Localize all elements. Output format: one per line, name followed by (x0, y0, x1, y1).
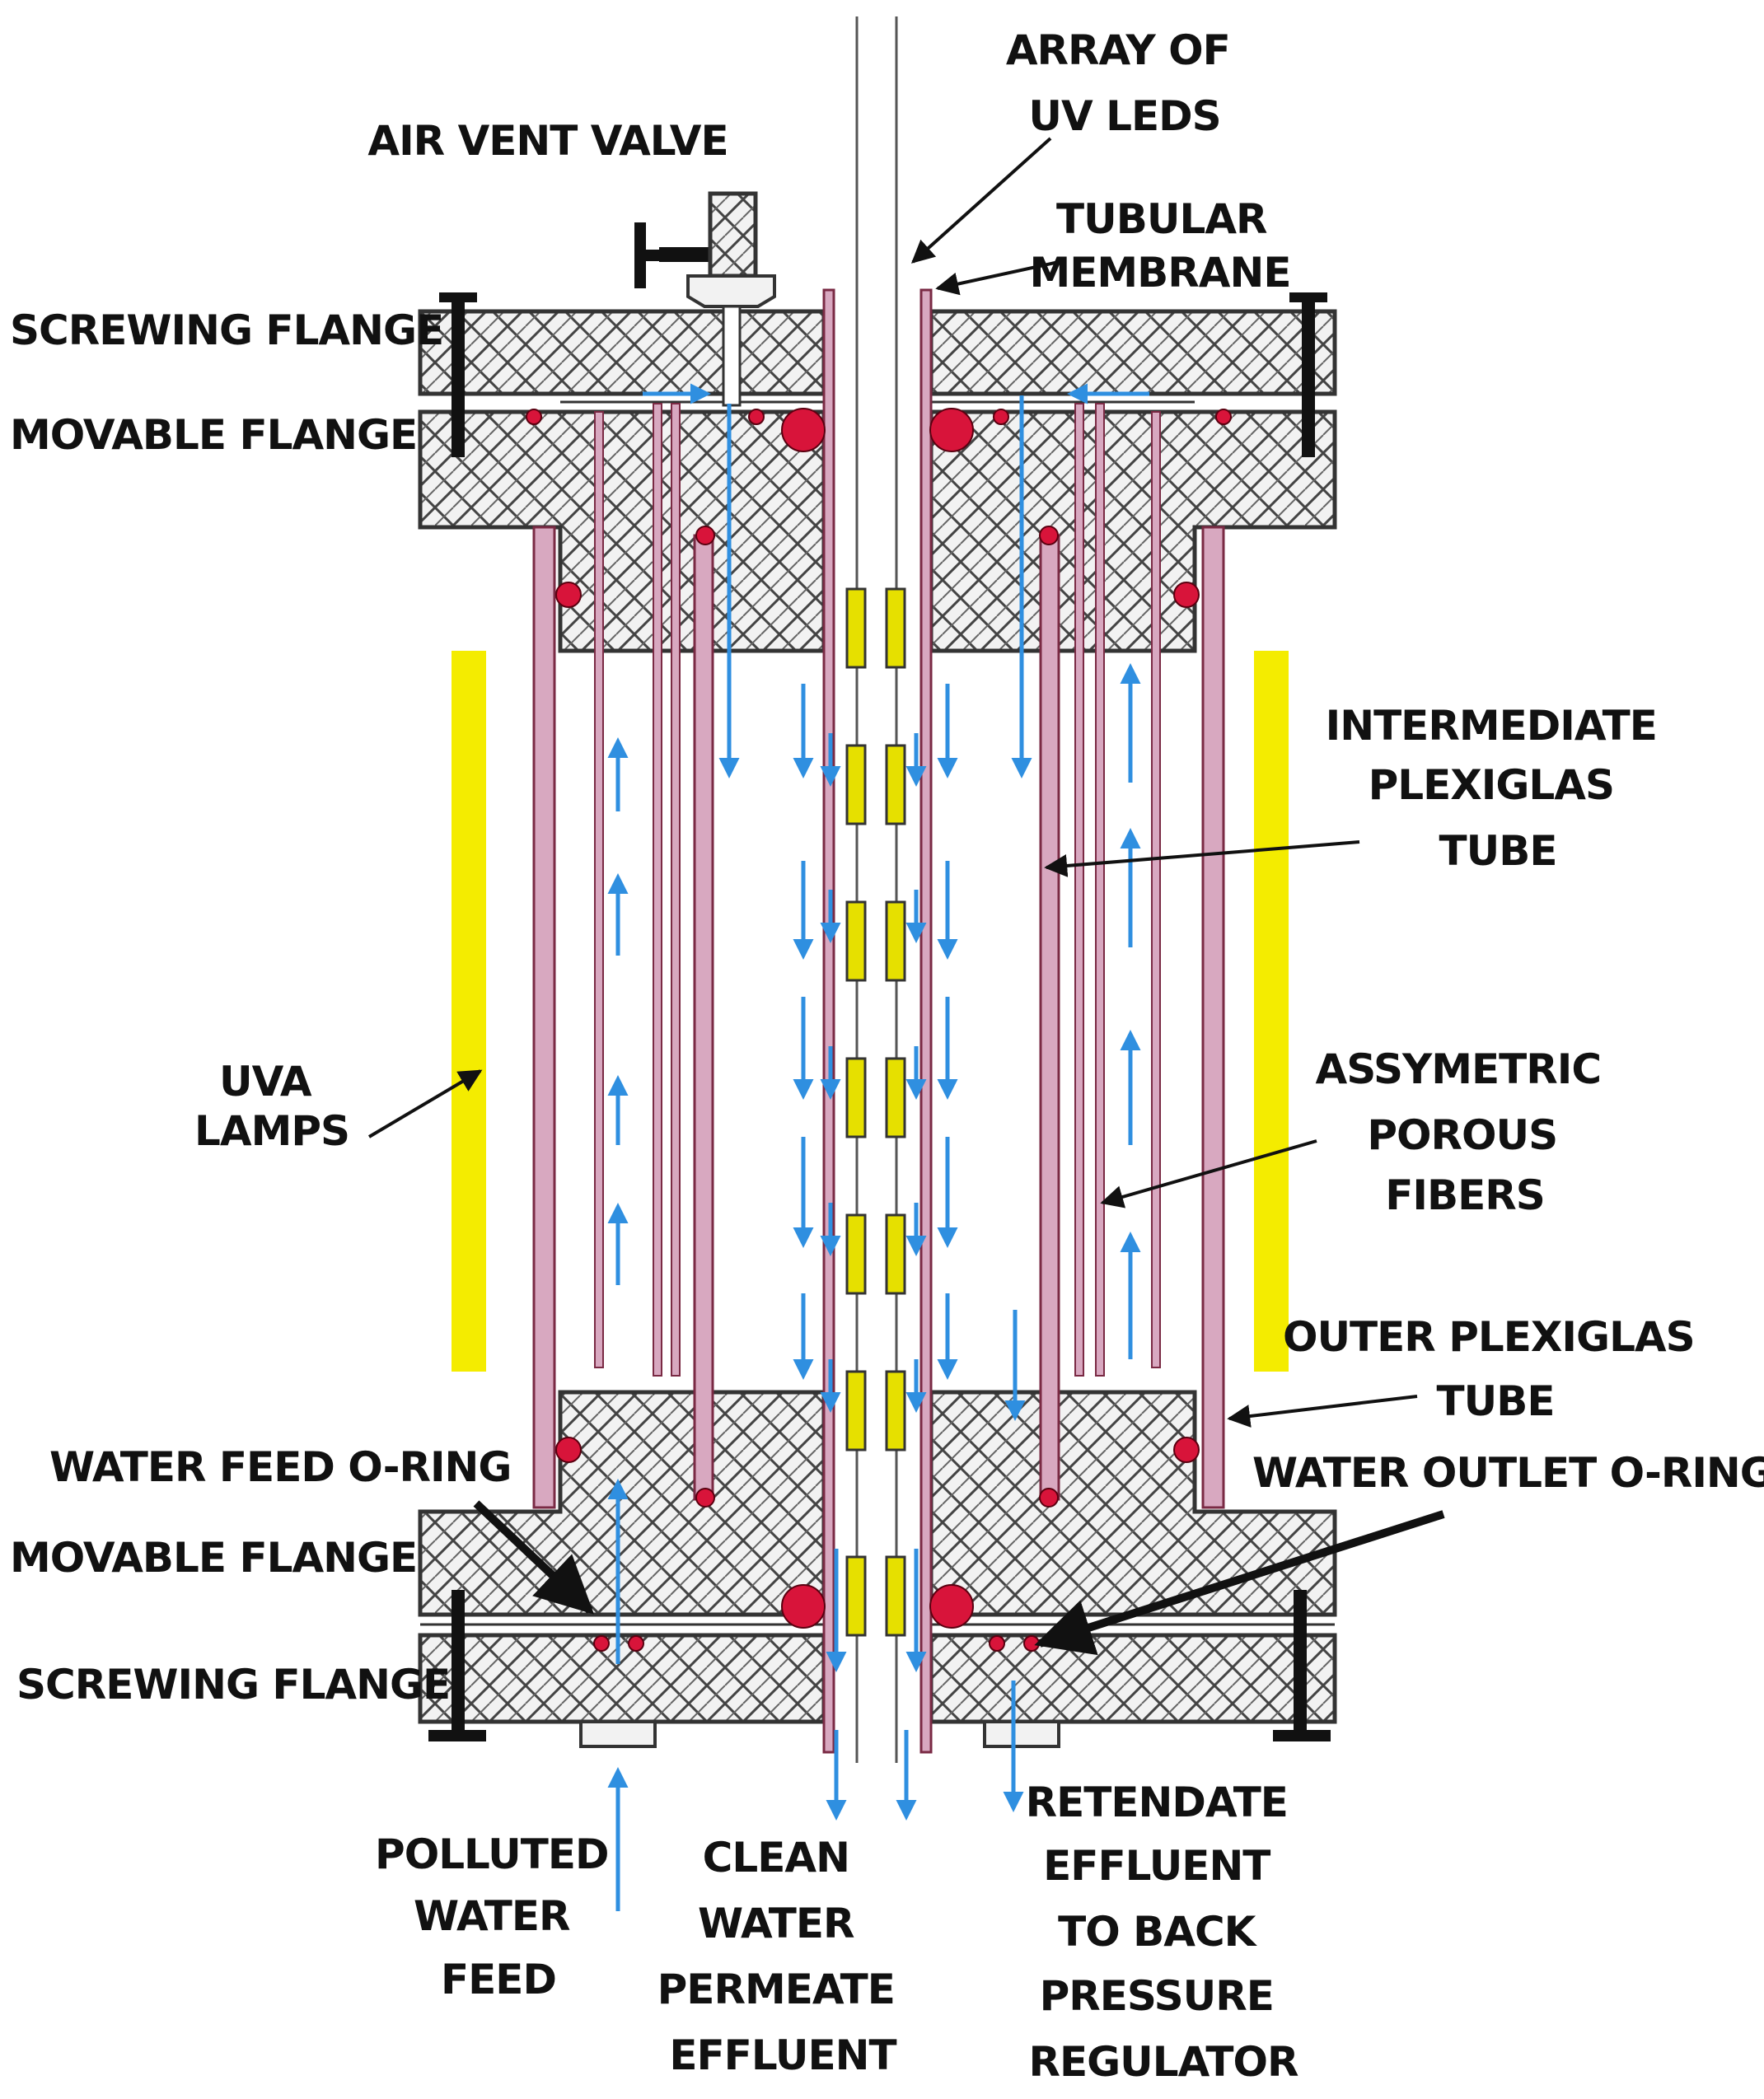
porous-fibers (594, 403, 1161, 1377)
polluted-water-feed-label: POLLUTED WATER FEED (375, 1830, 622, 2003)
top-movable-flange (418, 409, 1337, 653)
intermediate-plexiglas-tube (693, 534, 1060, 1501)
screwing-flange-bottom-label: SCREWING FLANGE (16, 1661, 450, 1709)
uv-led-array (845, 587, 906, 1637)
screwing-flange-top-label: SCREWING FLANGE (10, 306, 443, 354)
uva-lamps (452, 651, 1289, 1372)
movable-flange-top-label: MOVABLE FLANGE (10, 411, 417, 459)
uv-led-3-0 (845, 1057, 867, 1138)
tubular-membrane (822, 288, 933, 1754)
uv-led-2-1 (885, 900, 906, 982)
led-support-rods (855, 16, 898, 1763)
leader-arrows (367, 137, 1445, 1656)
uva-lamp-right (1254, 651, 1289, 1372)
uv-led-4-1 (885, 1213, 906, 1295)
bottom-screwing-flange (418, 1633, 1337, 1748)
uv-led-4-0 (845, 1213, 867, 1295)
retendate-effluent-label: RETENDATE EFFLUENT TO BACK PRESSURE REGU… (1026, 1779, 1302, 2086)
uv-led-5-1 (885, 1370, 906, 1452)
clamping-bolts (428, 292, 1331, 1741)
assymetric-porous-fibers-label: ASSYMETRIC POROUS FIBERS (1316, 1045, 1615, 1219)
o-rings (526, 408, 1232, 1652)
array-of-uv-leds-label: ARRAY OF UV LEDS (1006, 26, 1243, 140)
uv-led-5-0 (845, 1370, 867, 1452)
uv-led-0-1 (885, 587, 906, 669)
uv-led-3-1 (885, 1057, 906, 1138)
outer-plexiglas-tube (532, 526, 1225, 1509)
uv-led-6-0 (845, 1555, 867, 1637)
uv-led-1-1 (885, 744, 906, 825)
uv-led-6-1 (885, 1555, 906, 1637)
water-outlet-o-ring-label: WATER OUTLET O-RING (1252, 1449, 1764, 1497)
outer-plexiglas-tube-label: OUTER PLEXIGLAS TUBE (1283, 1313, 1708, 1425)
clean-water-permeate-effluent-label: CLEAN WATER PERMEATE EFFLUENT (657, 1834, 909, 2079)
flow-arrows (607, 383, 1149, 1911)
movable-flange-bottom-label: MOVABLE FLANGE (10, 1534, 417, 1582)
tubular-membrane-label: TUBULAR MEMBRANE (1030, 195, 1291, 297)
water-feed-o-ring-label: WATER FEED O-RING (49, 1443, 511, 1491)
uv-led-2-0 (845, 900, 867, 982)
flange-gaps (420, 400, 1335, 1626)
uva-lamp-left (452, 651, 486, 1372)
uva-lamps-label: UVA LAMPS (194, 1058, 349, 1155)
air-vent-valve-label: AIR VENT VALVE (367, 117, 728, 165)
top-screwing-flange (418, 309, 1337, 396)
air-vent-valve-icon (634, 191, 776, 407)
uv-led-0-0 (845, 587, 867, 669)
uv-led-1-0 (845, 744, 867, 825)
intermediate-plexiglas-tube-label: INTERMEDIATE PLEXIGLAS TUBE (1326, 702, 1671, 875)
